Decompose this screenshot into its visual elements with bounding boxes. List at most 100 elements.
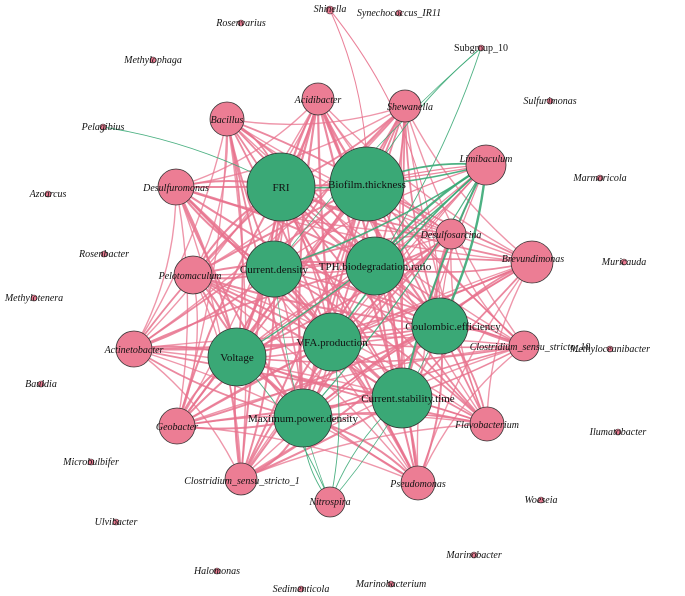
genus-node-microbulbifer: [87, 458, 95, 466]
genus-label-acidibacter: Acidibacter: [294, 95, 342, 106]
nodes: [30, 5, 628, 593]
genus-node-pelagibius: [99, 123, 107, 131]
parameter-node-voltage: [207, 327, 267, 387]
parameter-node-maximum-power-density: [273, 388, 333, 448]
edge-positive: [192, 274, 419, 484]
genus-label-azoarcus: Azoarcus: [29, 189, 67, 200]
genus-node-methylophaga: [149, 56, 157, 64]
genus-node-marinobacter: [470, 551, 478, 559]
genus-label-ulvibacter: Ulvibacter: [95, 517, 138, 528]
genus-node-clostridium-sensu-stricto-1: [224, 462, 258, 496]
genus-label-shinella: Shinella: [314, 4, 347, 15]
edge-positive: [175, 186, 419, 484]
genus-label-marinobacterium: Marinobacterium: [355, 579, 427, 590]
parameter-label-voltage: Voltage: [220, 352, 254, 364]
genus-label-bacillus: Bacillus: [211, 115, 244, 126]
genus-label-marmoricola: Marmoricola: [572, 173, 626, 184]
genus-node-shinella: [325, 5, 335, 15]
genus-label-flavobacterium: Flavobacterium: [454, 420, 519, 431]
parameter-label-maximum-power-density: Maximum.power.density: [248, 413, 358, 425]
edge-positive: [133, 186, 177, 350]
parameter-label-current-stability-time: Current.stability.time: [361, 393, 454, 405]
edge-positive: [133, 118, 228, 350]
parameter-node-tph-biodegradation-ratio: [345, 236, 405, 296]
edge-positive: [176, 345, 525, 427]
genus-label-geobacter: Geobacter: [156, 422, 198, 433]
genus-label-muricauda: Muricauda: [601, 257, 646, 268]
parameter-label-coulombic-efficiency: Coulombic.efficiency: [405, 321, 501, 333]
genus-label-limibaculum: Limibaculum: [459, 154, 513, 165]
genus-node-desulfuromonas: [157, 168, 195, 206]
genus-label-clostridium-sensu-stricto-1: Clostridium_sensu_stricto_1: [184, 476, 300, 487]
genus-node-nitrospira: [314, 486, 346, 518]
genus-label-bauldia: Bauldia: [25, 379, 57, 390]
edge-negative: [273, 268, 331, 503]
genus-node-marinobacterium: [387, 580, 395, 588]
edge-positive: [133, 105, 406, 350]
genus-label-halomonas: Halomonas: [193, 566, 240, 577]
edge-positive: [192, 233, 452, 276]
genus-label-ilumatobacter: Ilumatobacter: [589, 427, 647, 438]
genus-label-microbulbifer: Microbulbifer: [62, 457, 119, 468]
genus-node-synechococcus-ir11: [395, 9, 403, 17]
genus-label-methyloceanibacter: Methyloceanibacter: [569, 344, 650, 355]
edge-positive: [133, 348, 242, 480]
genus-node-brevundimonas: [510, 240, 554, 284]
edge-positive: [226, 118, 247, 480]
genus-node-flavobacterium: [469, 406, 505, 442]
edge-positive: [329, 9, 441, 327]
parameter-label-fri: FRI: [272, 182, 289, 194]
parameter-node-coulombic-efficiency: [411, 297, 469, 355]
edge-positive: [450, 233, 525, 347]
genus-label-pseudomonas: Pseudomonas: [389, 479, 446, 490]
genus-node-azoarcus: [44, 190, 52, 198]
edge-positive: [175, 98, 319, 188]
parameter-node-biofilm-thickness: [329, 146, 405, 222]
genus-label-marinobacter: Marinobacter: [445, 550, 502, 561]
genus-label-sedimenticola: Sedimenticola: [273, 584, 330, 595]
genus-node-acidibacter: [301, 82, 335, 116]
genus-label-sulfurimonas: Sulfurimonas: [523, 96, 576, 107]
edge-positive: [401, 164, 487, 399]
edge-positive: [240, 423, 488, 480]
genus-node-halomonas: [213, 567, 221, 575]
parameter-node-vfa-production: [302, 312, 362, 372]
genus-node-rosenvarius: [237, 19, 245, 27]
edge-negative: [302, 164, 487, 419]
genus-label-methylotenera: Methylotenera: [4, 293, 63, 304]
parameter-label-tph-biodegradation-ratio: TPH.biodegradation.ratio: [319, 261, 432, 273]
edge-positive: [133, 265, 376, 350]
genus-node-methylotenera: [30, 294, 38, 302]
edge-positive: [240, 261, 533, 480]
edge-positive: [175, 186, 189, 427]
genus-node-bauldia: [37, 380, 45, 388]
edge-negative: [401, 164, 487, 399]
genus-label-woeseia: Woeseia: [525, 495, 558, 506]
parameter-node-current-stability-time: [371, 367, 433, 429]
genus-node-ilumatobacter: [614, 428, 622, 436]
genus-node-limibaculum: [465, 144, 507, 186]
genus-label-synechococcus-ir11: Synechococcus_IR11: [357, 8, 441, 19]
genus-label-rosenbacter: Rosenbacter: [78, 249, 129, 260]
genus-node-rosenbacter: [100, 250, 108, 258]
genus-node-subgroup-10: [477, 44, 485, 52]
genus-node-muricauda: [620, 258, 628, 266]
edge-positive: [175, 186, 304, 419]
genus-label-desulfuromonas: Desulfuromonas: [142, 183, 209, 194]
genus-label-nitrospira: Nitrospira: [308, 497, 350, 508]
genus-label-methylophaga: Methylophaga: [123, 55, 182, 66]
edge-negative: [374, 47, 482, 267]
genus-label-pelagibius: Pelagibius: [81, 122, 125, 133]
edge-positive: [175, 186, 242, 480]
genus-label-subgroup-10: Subgroup_10: [454, 43, 508, 54]
genus-node-methyloceanibacter: [606, 345, 614, 353]
parameter-label-current-density: Current.density: [240, 264, 309, 276]
genus-label-clostridium-sensu-stricto-10: Clostridium_sensu_stricto_10: [470, 342, 591, 353]
genus-node-marmoricola: [596, 174, 604, 182]
parameter-node-fri: [246, 152, 316, 222]
edge-positive: [417, 261, 533, 484]
genus-node-pelotomaculum: [173, 255, 213, 295]
